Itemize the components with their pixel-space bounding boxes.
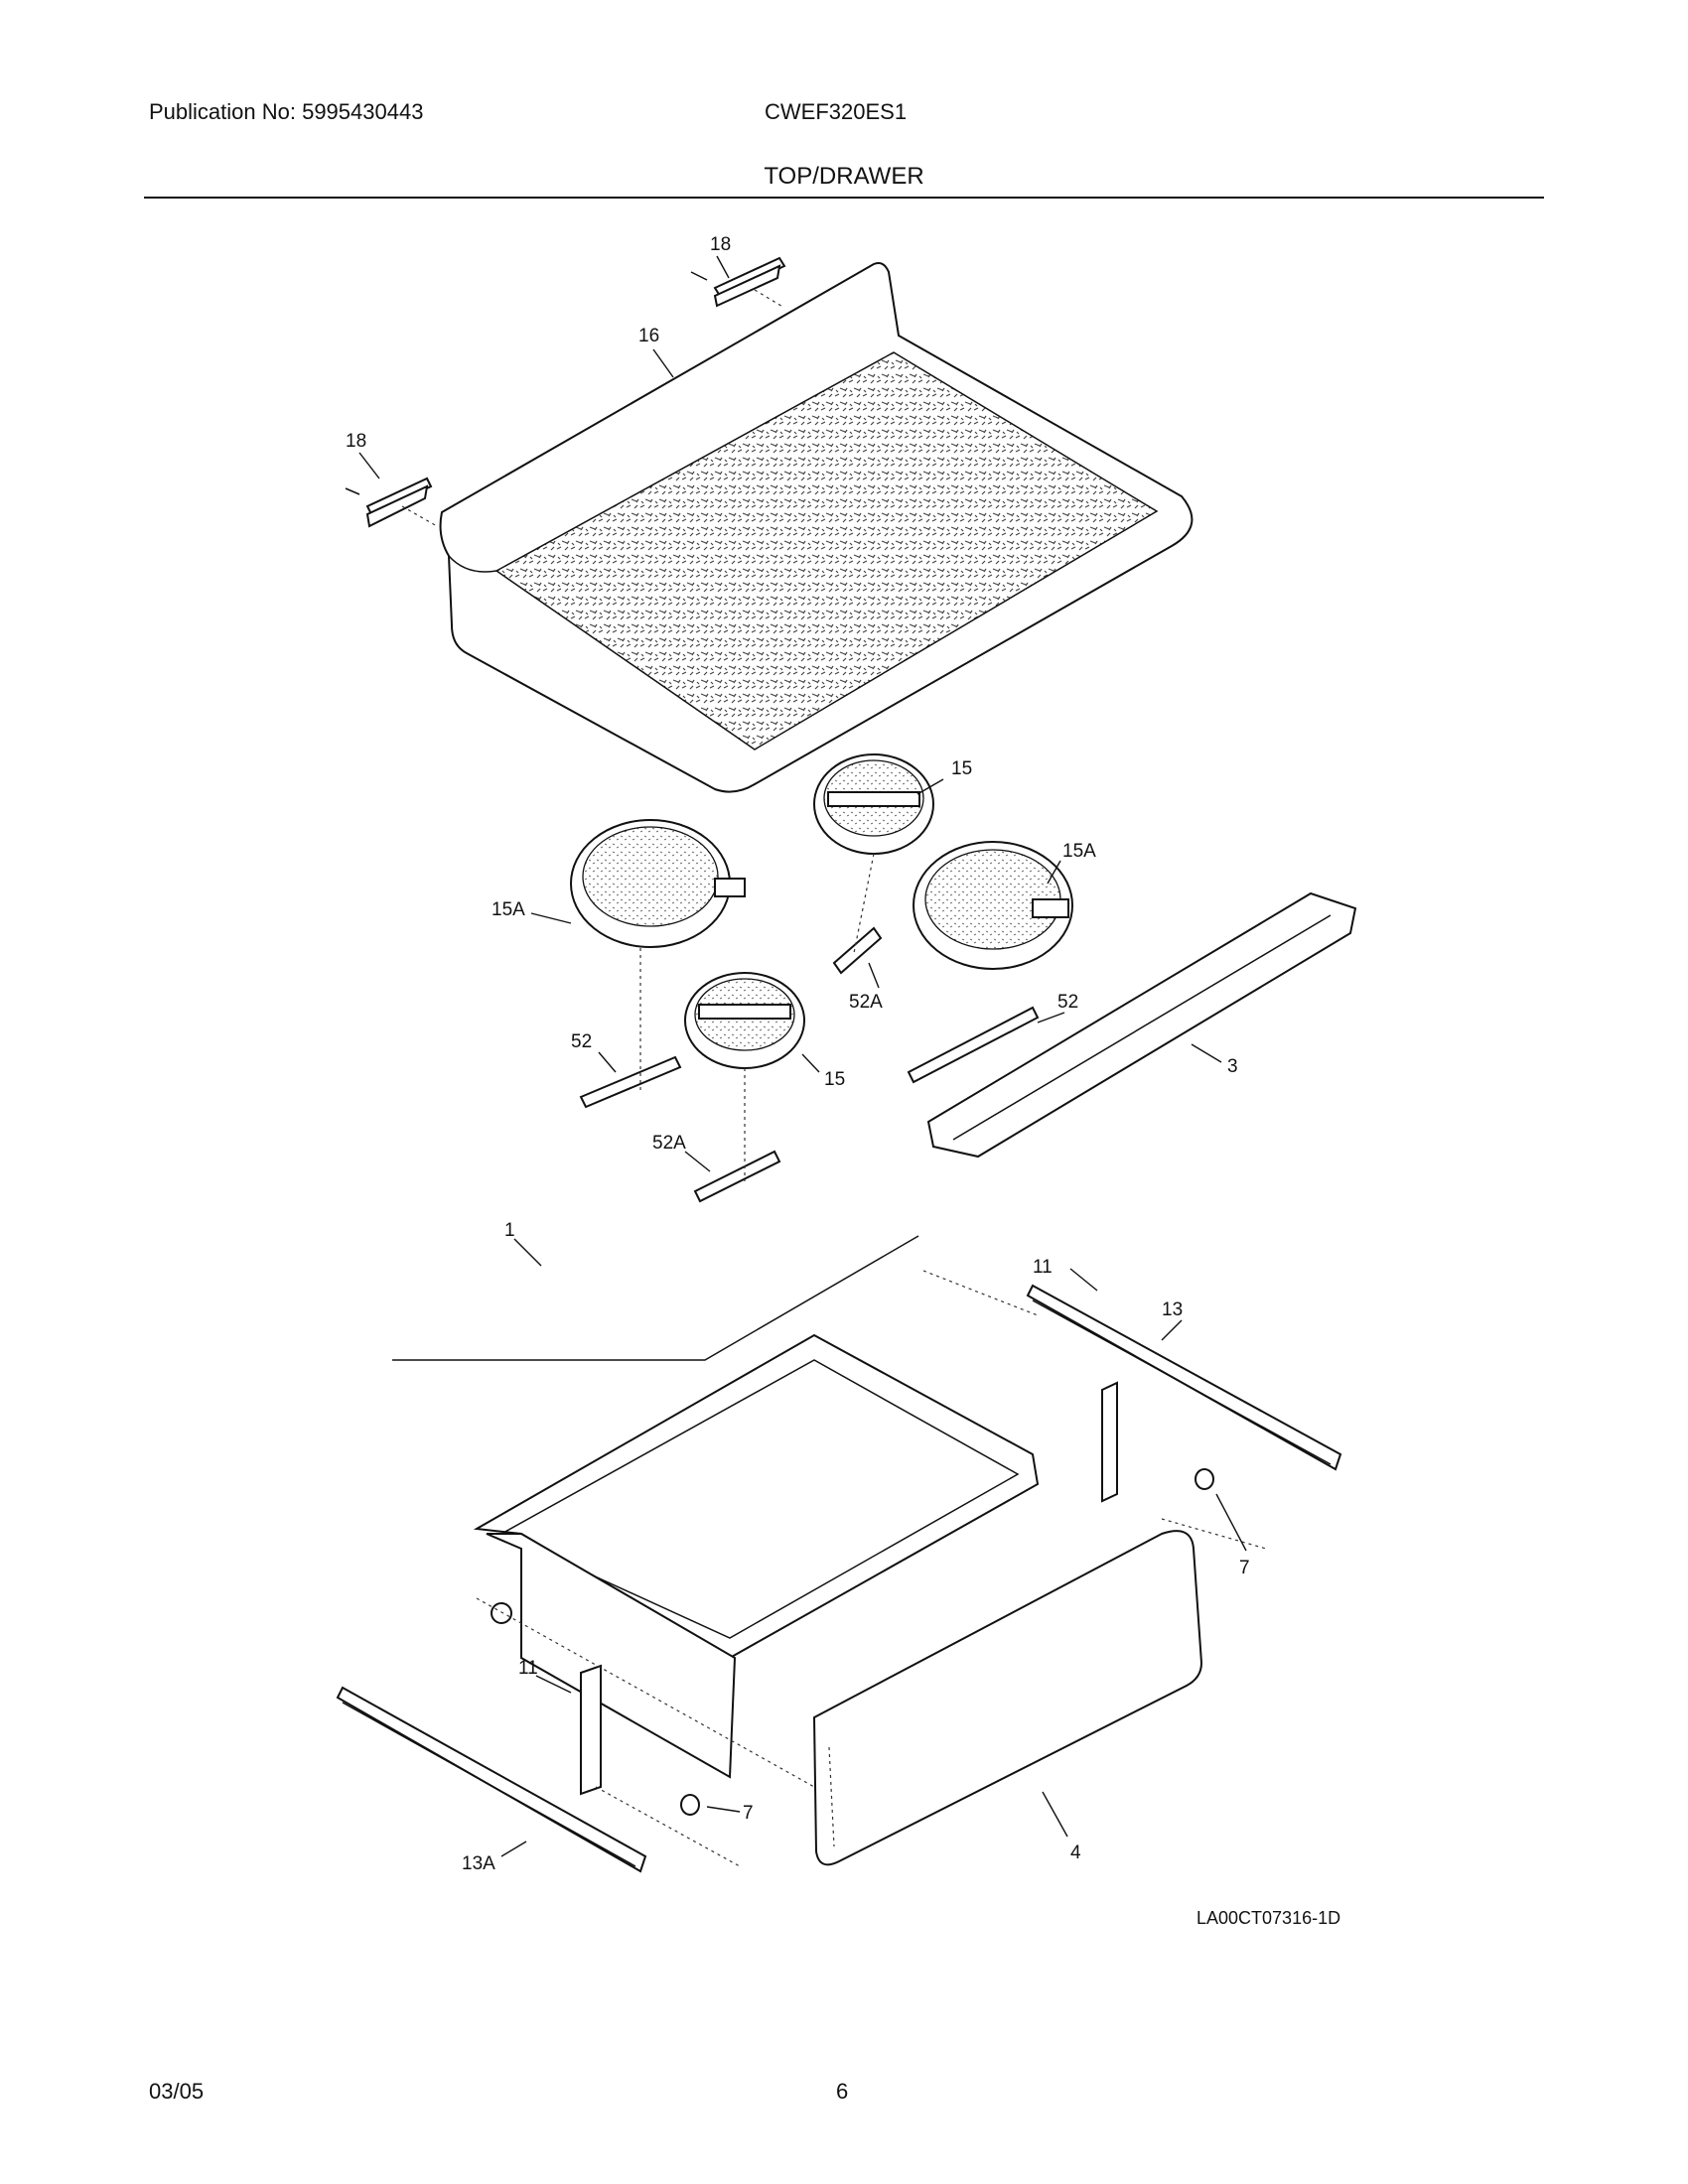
callout-7-right: 7 xyxy=(1239,1558,1250,1578)
callout-7-left: 7 xyxy=(743,1803,754,1824)
drawing-number: LA00CT07316-1D xyxy=(1196,1908,1341,1928)
callout-52A-left: 52A xyxy=(652,1133,686,1154)
drawer-roller-right xyxy=(1195,1468,1214,1490)
drawer-slide-rail-right-13 xyxy=(1026,1284,1342,1471)
section-title: TOP/DRAWER xyxy=(764,163,924,190)
callout-18-right: 18 xyxy=(710,234,731,255)
callout-11-left: 11 xyxy=(518,1658,538,1679)
callout-52A-right: 52A xyxy=(849,992,883,1013)
exploded-parts-diagram: 18 16 18 15 15A 15A 52A 52 52 15 3 52A 1… xyxy=(336,234,1357,1874)
hinge-bracket-right xyxy=(690,256,786,309)
drawer-side-bracket-left-11 xyxy=(580,1664,602,1796)
callout-18-left: 18 xyxy=(346,431,366,452)
hinge-bracket-left xyxy=(345,477,438,528)
callout-15-front: 15 xyxy=(824,1069,845,1090)
page-number: 6 xyxy=(836,2079,849,2104)
element-strap-52-right xyxy=(907,1006,1040,1084)
callout-4: 4 xyxy=(1070,1843,1081,1863)
callout-11-right: 11 xyxy=(1033,1257,1053,1278)
header-rule xyxy=(144,197,1544,199)
element-strap-52A-left xyxy=(693,1150,781,1203)
callout-16: 16 xyxy=(638,326,659,346)
model-number: CWEF320ES1 xyxy=(765,99,908,124)
surface-element-right-front-15A xyxy=(913,841,1073,970)
callout-52-left: 52 xyxy=(571,1031,592,1052)
callout-13A: 13A xyxy=(462,1853,495,1874)
callout-3: 3 xyxy=(1227,1056,1238,1077)
callout-15-rear: 15 xyxy=(951,758,972,779)
element-strap-52-left xyxy=(579,1055,682,1109)
publication-number: Publication No: 5995430443 xyxy=(149,99,424,124)
drawer-body xyxy=(473,1333,1040,1779)
drawer-slide-rail-left-13A xyxy=(336,1686,647,1873)
drawer-side-bracket-right-11 xyxy=(1101,1381,1118,1503)
footer-date: 03/05 xyxy=(149,2079,205,2104)
cooktop-glass-top xyxy=(439,262,1194,793)
surface-element-right-rear-15 xyxy=(813,753,934,855)
callout-52-right: 52 xyxy=(1057,992,1078,1013)
surface-element-left-rear-15A xyxy=(570,819,746,948)
drawer-roller-left xyxy=(680,1794,700,1816)
callout-13: 13 xyxy=(1162,1299,1183,1320)
callout-1: 1 xyxy=(504,1220,515,1241)
drawer-front-panel xyxy=(812,1530,1203,1866)
element-strap-52A-right xyxy=(832,926,883,975)
surface-element-left-front-15 xyxy=(684,972,805,1069)
callout-15A-right: 15A xyxy=(1062,841,1096,862)
callout-15A-left: 15A xyxy=(492,899,525,920)
element-support-rail xyxy=(926,891,1357,1159)
